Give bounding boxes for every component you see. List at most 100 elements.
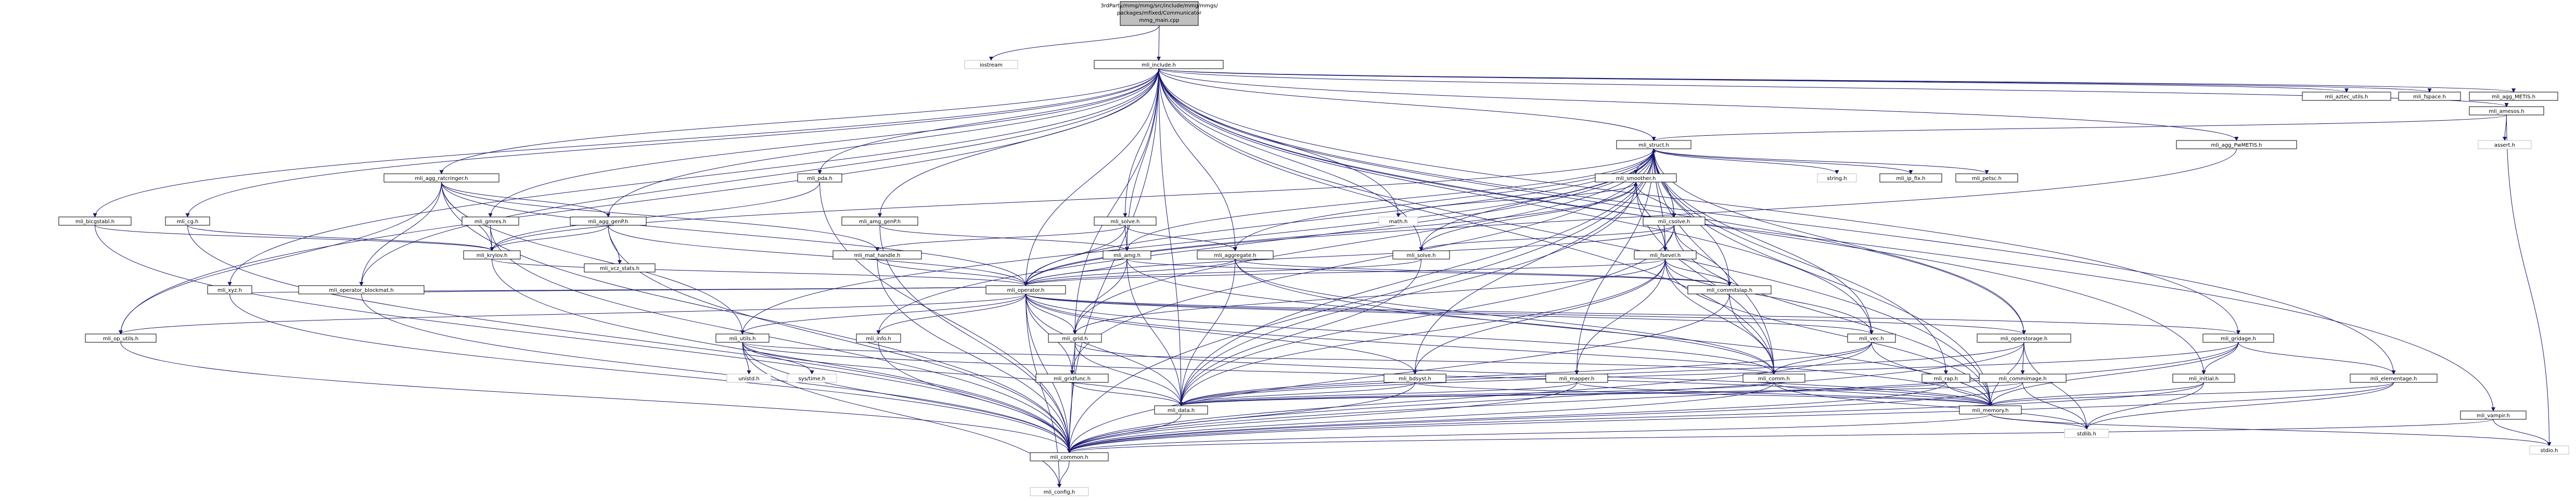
node-label: mli_mat_handle.h <box>854 253 901 259</box>
node-mli-vcz-stats[interactable]: mli_vcz_stats.h <box>584 263 656 273</box>
node-mli-fspace[interactable]: mli_fspace.h <box>2398 92 2461 101</box>
node-mli-amg[interactable]: mli_amg.h <box>1103 250 1151 260</box>
edge-mli_agg_genP-to-mli_krylov <box>490 225 609 251</box>
node-mli-cg[interactable]: mli_cg.h <box>165 216 210 226</box>
node-mli-amg-ratcringer[interactable]: mli_agg_ratcringer.h <box>383 173 499 183</box>
edge-mli_vec-to-mli_data <box>1179 342 1872 406</box>
node-mli-rap[interactable]: mli_rap.h <box>1921 374 1970 383</box>
node-box <box>1616 140 1691 149</box>
node-label: mli_rap.h <box>1934 376 1958 382</box>
node-label: mli_xyz.h <box>217 288 242 293</box>
node-label: iostream <box>980 62 1003 68</box>
node-mli-fsevel[interactable]: mli_fsevel.h <box>1634 250 1697 260</box>
edge-mli_struct-to-mli_petsc <box>1654 148 1989 174</box>
node-mli-struct[interactable]: mli_struct.h <box>1616 140 1691 149</box>
node-mli-comm[interactable]: mli_comm.h <box>1742 374 1805 383</box>
node-label: mli_commitslap.h <box>1707 288 1752 293</box>
node-mli-smoother[interactable]: mli_smoother.h <box>1595 173 1677 183</box>
node-mli-vec[interactable]: mli_vec.h <box>1847 333 1896 343</box>
node-label: mli_gmres.h <box>475 219 506 225</box>
node-label: string.h <box>1827 176 1847 182</box>
edge-mli_solve2-to-mli_operator <box>1023 259 1421 286</box>
edge-mli_include-to-mli_gmres <box>488 68 1159 217</box>
node-mli-krylov[interactable]: mli_krylov.h <box>463 250 521 260</box>
node-mli-csolve[interactable]: mli_csolve.h <box>1643 216 1706 226</box>
node-mli-common[interactable]: mli_common.h <box>1030 452 1109 461</box>
node-mli-bdsyst[interactable]: mli_bdsyst.h <box>1383 374 1446 383</box>
node-mli-vampir[interactable]: mli_vampir.h <box>2460 410 2527 420</box>
node-mli-agg-PwMETIS[interactable]: mli_agg_PwMETIS.h <box>2176 140 2297 149</box>
node-mli-amesos[interactable]: mli_amesos.h <box>2469 106 2544 115</box>
node-mli-mapper[interactable]: mli_mapper.h <box>1545 374 1608 383</box>
edge-mli_utils-to-mli_common <box>742 342 1071 453</box>
node-string[interactable]: string.h <box>1817 173 1857 183</box>
edge-mli_common-to-mli_config <box>1057 460 1070 488</box>
node-box <box>1979 374 2067 383</box>
edge-mli_operator-to-mli_comm <box>1026 293 1776 375</box>
node-mli-gridfunc[interactable]: mli_gridfunc.h <box>1035 374 1109 383</box>
node-mli-ip-fix[interactable]: mli_ip_fix.h <box>1879 173 1942 183</box>
node-mli-initial[interactable]: mli_initial.h <box>2172 374 2235 383</box>
node-mli-op-utils[interactable]: mli_op_utils.h <box>85 333 157 343</box>
node-mli-bicgstabl[interactable]: mli_bicgstabl.h <box>58 216 132 226</box>
edge-mli_vampir-to-mli_common <box>1067 419 2494 453</box>
node-label: mli_comm.h <box>1758 376 1790 382</box>
edge-mli_solve-to-mli_operator <box>1023 225 1125 286</box>
node-mli-utils[interactable]: mli_utils.h <box>715 333 770 343</box>
node-mli-commitslap[interactable]: mli_commitslap.h <box>1687 285 1772 294</box>
node-mli-operstorage[interactable]: mli_operstorage.h <box>1977 333 2071 343</box>
node-mli-include[interactable]: mli_include.h <box>1094 60 1224 69</box>
node-mli-gmres[interactable]: mli_gmres.h <box>462 216 519 226</box>
node-mli-elementage[interactable]: mli_elementage.h <box>2350 374 2438 383</box>
node-mli-gridage[interactable]: mli_gridage.h <box>2202 333 2274 343</box>
node-label: mli_cg.h <box>177 219 199 225</box>
node-box <box>1847 333 1896 343</box>
node-mli-solve[interactable]: mli_solve.h <box>1094 216 1157 226</box>
node-mli-aztec-utils[interactable]: mli_aztec_utils.h <box>2302 92 2391 101</box>
node-stdlib[interactable]: stdlib.h <box>2064 429 2109 438</box>
node-label: mli_agg_genP.h <box>588 219 629 225</box>
node-mli-xyz[interactable]: mli_xyz.h <box>207 285 252 294</box>
edge-mli_operstorage-to-stdlib <box>2023 342 2089 430</box>
node-label: unistd.h <box>738 376 759 382</box>
node-mli-operator-blockmat[interactable]: mli_operator_blockmat.h <box>298 285 425 294</box>
edge-mli_fsevel-to-mli_memory <box>1665 259 1993 406</box>
node-mli-data[interactable]: mli_data.h <box>1154 405 1208 415</box>
node-box <box>2469 106 2544 115</box>
node-mli-aggregate[interactable]: mli_aggregate.h <box>1197 250 1274 260</box>
node-label: mli_fspace.h <box>2413 94 2446 100</box>
edge-mli_rap-to-mli_common <box>1067 382 1946 453</box>
edge-mli_amg_ratcringer-to-mli_agg_genP <box>441 182 610 217</box>
node-iostream[interactable]: iostream <box>964 60 1018 69</box>
node-assert[interactable]: assert.h <box>2478 140 2532 149</box>
node-mli-grid[interactable]: mli_grid.h <box>1048 333 1102 343</box>
node-mli-info[interactable]: mli_info.h <box>856 333 901 343</box>
edge-mli_amg-to-mli_data <box>1126 259 1183 406</box>
node-mli-commimage[interactable]: mli_commimage.h <box>1979 374 2067 383</box>
node-mli-agg-genP[interactable]: mli_agg_genP.h <box>570 216 647 226</box>
node-stdio[interactable]: stdio.h <box>2529 445 2569 455</box>
node-mli-mat-handle[interactable]: mli_mat_handle.h <box>832 250 922 260</box>
node-mli-petsc[interactable]: mli_petsc.h <box>1955 173 2018 183</box>
node-mli-pda[interactable]: mli_pda.h <box>797 173 842 183</box>
node-label: mli_commimage.h <box>1998 376 2046 382</box>
node-mli-memory[interactable]: mli_memory.h <box>1959 405 2022 415</box>
edge-mli_struct-to-mli_common <box>1067 148 1654 453</box>
node-mli-agg-METIS[interactable]: mli_agg_METIS.h <box>2469 92 2558 101</box>
node-box <box>2478 140 2532 149</box>
node-unistd[interactable]: unistd.h <box>726 374 772 383</box>
node-label: mli_mapper.h <box>1559 376 1595 382</box>
edge-mli_include-to-mli_operator <box>1023 68 1159 286</box>
edge-mli_csolve-to-mli_struct <box>1651 148 1674 217</box>
node-root[interactable]: 3rdParty/mmg/mmg/src/include/mmg/mmgs/pa… <box>1100 1 1218 26</box>
edge-mli_struct-to-mli_gridfunc <box>1070 148 1654 375</box>
edge-mli_struct-to-mli_memory <box>1654 148 1993 406</box>
node-box <box>1643 216 1706 226</box>
node-mli-amg-genP[interactable]: mli_amg_genP.h <box>841 216 918 226</box>
node-mli-solve2[interactable]: mli_solve.h <box>1392 250 1450 260</box>
node-systime[interactable]: sys/time.h <box>787 374 837 383</box>
edge-mli_gmres-to-mli_common <box>490 225 1071 453</box>
node-mli-config[interactable]: mli_config.h <box>1030 487 1089 496</box>
node-mli-operator[interactable]: mli_operator.h <box>985 285 1066 294</box>
node-math[interactable]: math.h <box>1378 216 1418 226</box>
